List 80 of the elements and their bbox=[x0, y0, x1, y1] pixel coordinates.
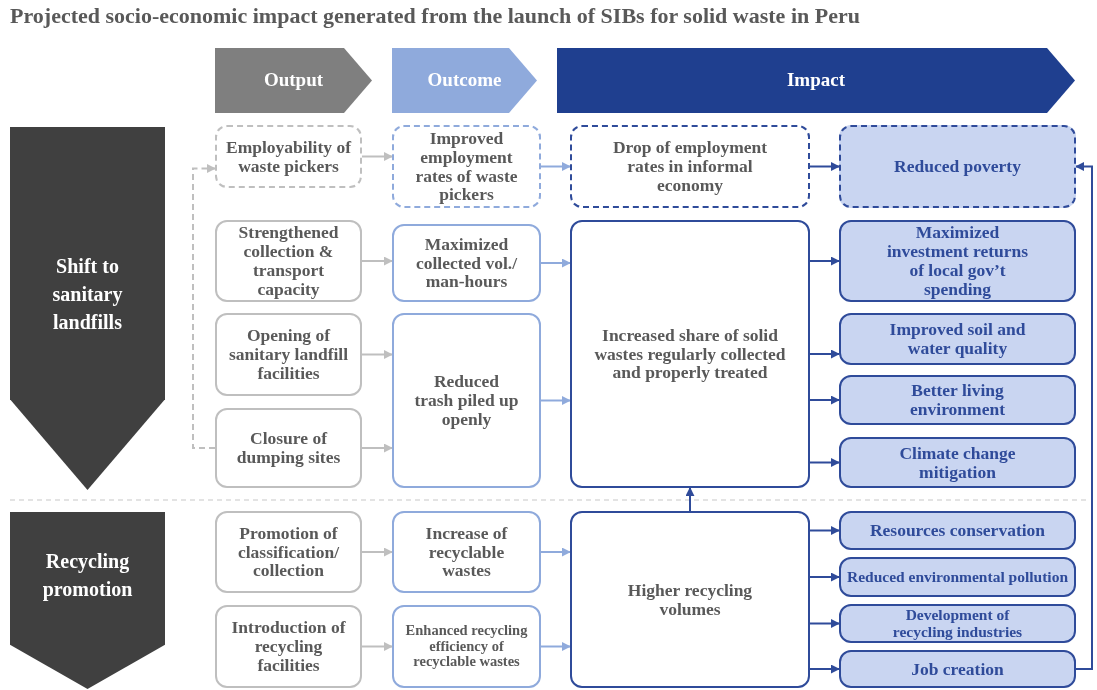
process-box bbox=[215, 605, 362, 688]
box-text: Drop of employment rates in informal economy bbox=[611, 138, 769, 195]
arrow bbox=[809, 664, 840, 674]
process-box bbox=[215, 313, 362, 396]
arrow bbox=[685, 487, 695, 512]
box-text: Resources conservation bbox=[869, 521, 1046, 540]
chevron-banner bbox=[392, 48, 537, 113]
process-box bbox=[392, 313, 541, 488]
process-box bbox=[215, 408, 362, 488]
process-box bbox=[392, 224, 541, 302]
chevron-banner bbox=[215, 48, 372, 113]
box-text: Increase of recyclable wastes bbox=[424, 523, 509, 581]
arrow bbox=[809, 395, 840, 405]
arrow bbox=[1075, 162, 1093, 670]
process-box bbox=[392, 605, 541, 688]
box-text: Maximized collected vol./ man-hours bbox=[414, 234, 519, 292]
process-box bbox=[215, 220, 362, 302]
down-arrow-banner bbox=[10, 512, 165, 689]
box-text: Closure of dumping sites bbox=[235, 429, 342, 467]
impact-box bbox=[839, 125, 1076, 208]
box-text: Higher recycling volumes bbox=[626, 580, 754, 619]
impact-box bbox=[839, 375, 1076, 425]
arrow bbox=[809, 619, 840, 628]
impact-box bbox=[839, 604, 1076, 643]
arrow bbox=[361, 443, 393, 453]
arrow bbox=[809, 526, 840, 535]
arrow bbox=[540, 258, 571, 268]
arrow bbox=[540, 642, 571, 651]
box-text: Opening of sanitary landfill facilities bbox=[227, 326, 350, 383]
banner-label: Recycling promotion bbox=[41, 549, 134, 603]
process-box bbox=[392, 125, 541, 208]
arrow bbox=[809, 256, 840, 266]
down-arrow-banner bbox=[10, 127, 165, 490]
box-text: Employability of waste pickers bbox=[225, 137, 353, 176]
box-text: Maximized investment returns of local gov’t spending bbox=[885, 223, 1030, 299]
box-text: Reduced environmental pollution bbox=[846, 568, 1068, 586]
box-text: Climate change mitigation bbox=[898, 443, 1017, 482]
box-text: Promotion of classification/ collection bbox=[236, 523, 341, 581]
impact-box bbox=[839, 437, 1076, 488]
banner-label: Impact bbox=[786, 68, 846, 93]
banner-label: Shift to sanitary landfills bbox=[51, 254, 124, 335]
impact-box bbox=[839, 511, 1076, 550]
box-text: Enhanced recycling efficiency of recyclable wastes bbox=[404, 623, 529, 670]
box-text: Better living environment bbox=[909, 381, 1006, 419]
process-box bbox=[215, 511, 362, 593]
box-text: Reduced trash piled up openly bbox=[414, 372, 519, 429]
arrow bbox=[361, 350, 393, 359]
chevron-banner bbox=[557, 48, 1075, 113]
box-text: Development of recycling industries bbox=[891, 606, 1024, 641]
process-box bbox=[570, 125, 810, 208]
process-box bbox=[570, 220, 810, 488]
arrow bbox=[361, 152, 393, 161]
impact-box bbox=[839, 650, 1076, 688]
arrow bbox=[361, 547, 393, 557]
dashed-arrow bbox=[192, 164, 216, 449]
impact-box bbox=[839, 313, 1076, 365]
arrow bbox=[809, 458, 840, 467]
arrow bbox=[361, 642, 393, 651]
arrow bbox=[361, 256, 393, 266]
box-text: Job creation bbox=[911, 659, 1004, 679]
box-text: Strengthened collection & transport capacity bbox=[237, 223, 340, 299]
process-box bbox=[215, 125, 362, 188]
box-text: Improved soil and water quality bbox=[888, 320, 1027, 358]
arrow bbox=[809, 349, 840, 359]
box-text: Introduction of recycling facilities bbox=[230, 618, 347, 675]
diagram-title: Projected socio-economic impact generated from the launch of SIBs for solid waste in Peru bbox=[10, 4, 861, 27]
process-box bbox=[392, 511, 541, 593]
impact-box bbox=[839, 557, 1076, 597]
process-box bbox=[570, 511, 810, 688]
arrow bbox=[809, 572, 840, 582]
arrow bbox=[540, 547, 571, 557]
box-text: Increased share of solid wastes regularly collected and properly treated bbox=[593, 325, 787, 383]
banner-label: Outcome bbox=[427, 68, 502, 93]
impact-box bbox=[839, 220, 1076, 302]
arrow bbox=[540, 396, 571, 405]
box-text: Reduced poverty bbox=[894, 157, 1021, 176]
banner-label: Output bbox=[263, 68, 324, 93]
arrow bbox=[809, 162, 840, 171]
arrow bbox=[540, 162, 571, 171]
box-text: Improved employment rates of waste pickers bbox=[414, 128, 519, 205]
